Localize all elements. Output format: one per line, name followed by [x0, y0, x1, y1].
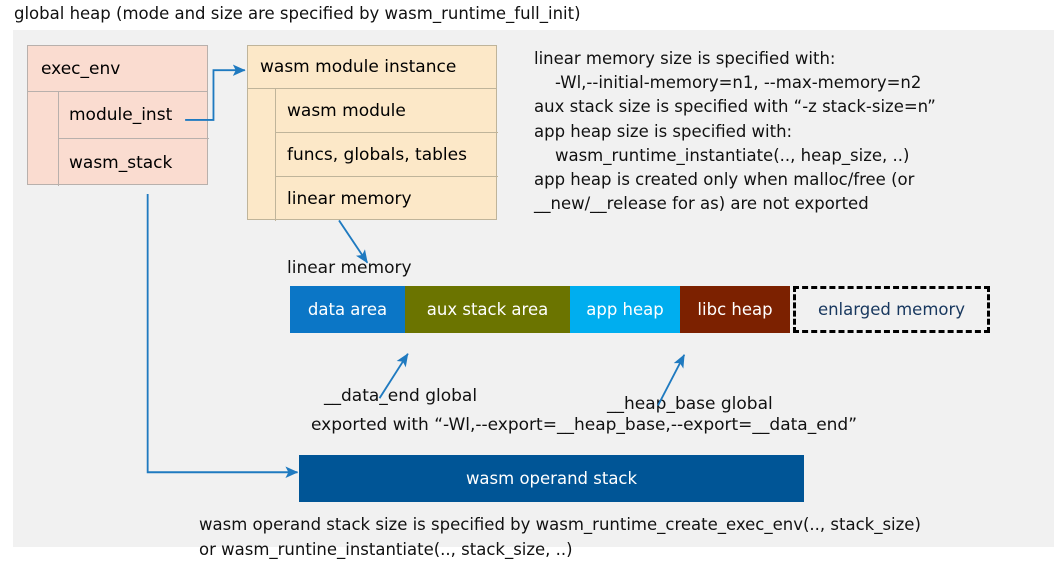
linear-memory-note: linear memory size is specified with: -W… — [534, 49, 936, 214]
memory-segment-app-heap: app heap — [570, 286, 680, 333]
exec-env-row-wasm-stack: wasm_stack — [69, 152, 173, 173]
annotation-heap-base: __heap_base global — [607, 394, 773, 414]
exec-env-gutter — [28, 92, 59, 186]
row-linear-memory: linear memory — [287, 189, 412, 209]
linear-memory-label: linear memory — [287, 258, 412, 278]
operand-stack-note: wasm operand stack size is specified by … — [199, 515, 921, 559]
row-wasm-module: wasm module — [276, 89, 498, 133]
exec-env-header: exec_env — [28, 46, 207, 92]
memory-segment-libc-heap: libc heap — [680, 286, 790, 333]
wasm-module-instance-header: wasm module instance — [248, 46, 496, 89]
wasm-module-instance-gutter — [248, 89, 276, 221]
memory-segment-aux-stack-area: aux stack area — [405, 286, 570, 333]
diagram-canvas: exec_env module_inst wasm_stack wasm mod… — [13, 30, 1054, 559]
annotation-data-end: __data_end global — [324, 386, 478, 406]
memory-segment-data-area: data area — [290, 286, 405, 333]
row-funcs-globals-tables: funcs, globals, tables — [276, 133, 498, 177]
page-title: global heap (mode and size are specified… — [14, 4, 581, 23]
memory-segment-enlarged-memory: enlarged memory — [793, 286, 990, 333]
exec-env-row-module-inst: module_inst — [59, 92, 209, 139]
wasm-module-instance-box: wasm module instance wasm module funcs, … — [247, 45, 498, 221]
exec-env-box: exec_env module_inst wasm_stack — [27, 45, 209, 186]
wasm-operand-stack-box: wasm operand stack — [299, 455, 804, 502]
arrow-wasm-stack-to-operand-stack — [146, 193, 299, 478]
diagram-root: global heap (mode and size are specified… — [13, 4, 1054, 559]
annotation-exported-with: exported with “-Wl,--export=__heap_base,… — [311, 415, 858, 435]
arrow-linear-memory-to-bar — [338, 219, 369, 264]
